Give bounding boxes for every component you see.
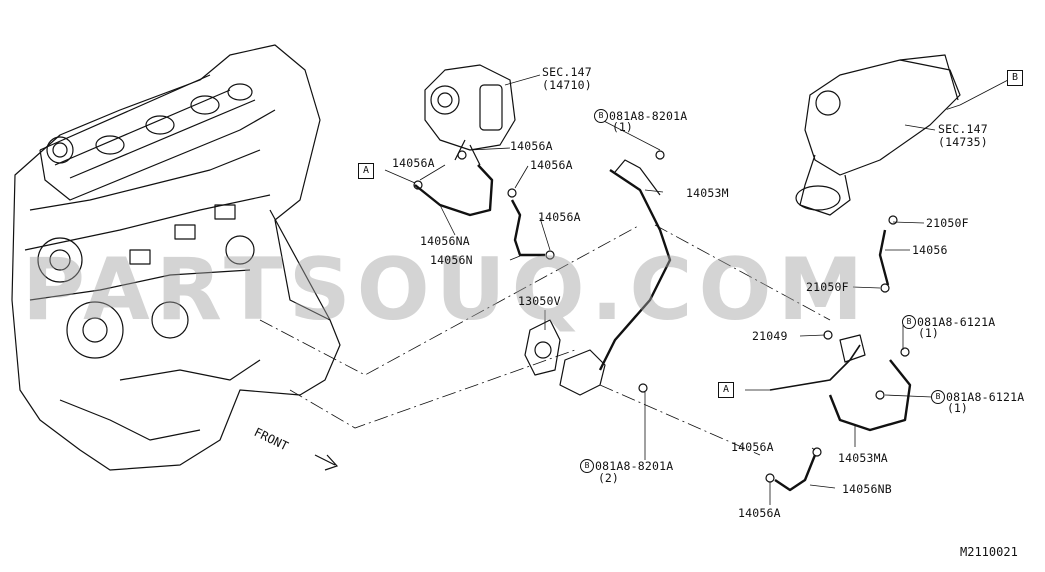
ref-box-a-bottom: A xyxy=(718,382,734,398)
hose-14056NA xyxy=(414,164,494,217)
bolt-icon: B xyxy=(594,109,608,123)
label-sec147-top-num[interactable]: (14710) xyxy=(542,78,592,92)
label-bolt-6121-bottom-qty: (1) xyxy=(947,401,968,415)
component-14710 xyxy=(424,64,516,166)
label-21050F-2[interactable]: 21050F xyxy=(806,280,849,294)
label-13050V[interactable]: 13050V xyxy=(518,294,561,308)
engine-block xyxy=(11,44,341,471)
front-arrow xyxy=(314,454,339,471)
gasket-13050V xyxy=(524,319,561,376)
label-sec147-right[interactable]: SEC.147 xyxy=(938,122,988,136)
ref-box-a-top: A xyxy=(358,163,374,179)
label-14056[interactable]: 14056 xyxy=(912,243,948,257)
label-bolt-6121-top-qty: (1) xyxy=(918,326,939,340)
label-14056NB[interactable]: 14056NB xyxy=(842,482,892,496)
pipe-14053M xyxy=(598,169,672,371)
leader-lines xyxy=(384,74,1009,505)
label-bolt-8201-top-qty: (1) xyxy=(612,120,633,134)
label-bolt-8201-bottom[interactable]: 081A8-8201A xyxy=(595,459,674,473)
diagram-code: M2110021 xyxy=(960,545,1018,559)
ref-box-b: B xyxy=(1007,70,1023,86)
label-bolt-8201-top[interactable]: 081A8-8201A xyxy=(609,109,688,123)
label-14056A-1[interactable]: 14056A xyxy=(392,156,435,170)
label-bolt-8201-bottom-qty: (2) xyxy=(598,471,619,485)
flange xyxy=(559,349,606,396)
label-14056A-2[interactable]: 14056A xyxy=(510,139,553,153)
label-14056N[interactable]: 14056N xyxy=(430,253,473,267)
label-14056A-4[interactable]: 14056A xyxy=(538,210,581,224)
pipe-14053MA xyxy=(828,359,912,432)
label-14056A-6[interactable]: 14056A xyxy=(738,506,781,520)
label-14056NA[interactable]: 14056NA xyxy=(420,234,470,248)
hose-14056N xyxy=(510,199,545,257)
pipe-connector xyxy=(769,344,861,391)
assembly-lines xyxy=(259,104,961,456)
bolt-icon: B xyxy=(931,390,945,404)
label-14056A-5[interactable]: 14056A xyxy=(731,440,774,454)
watermark: PARTSOUQ.COM xyxy=(22,240,870,340)
label-bolt-6121-top[interactable]: 081A8-6121A xyxy=(917,315,996,329)
label-sec147-right-num[interactable]: (14735) xyxy=(938,135,988,149)
label-14053MA[interactable]: 14053MA xyxy=(838,451,888,465)
bolt-icon: B xyxy=(902,315,916,329)
label-21049[interactable]: 21049 xyxy=(752,329,788,343)
hose-14056NB xyxy=(774,454,817,492)
label-21050F-1[interactable]: 21050F xyxy=(926,216,969,230)
bolt-icon: B xyxy=(580,459,594,473)
label-14053M[interactable]: 14053M xyxy=(686,186,729,200)
label-bolt-6121-bottom[interactable]: 081A8-6121A xyxy=(946,390,1025,404)
label-14056A-3[interactable]: 14056A xyxy=(530,158,573,172)
hose-14056 xyxy=(878,229,890,286)
component-14735 xyxy=(795,54,961,216)
label-sec147-top[interactable]: SEC.147 xyxy=(542,65,592,79)
